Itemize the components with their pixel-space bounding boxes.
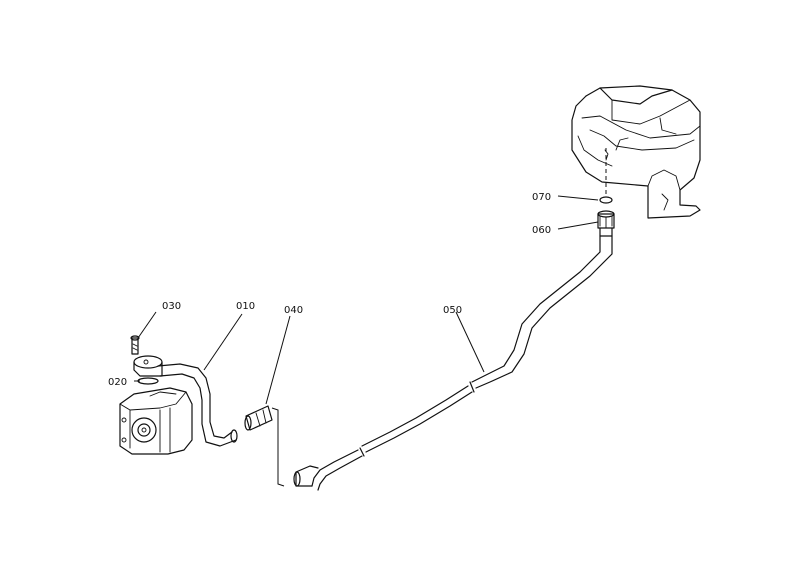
suction-pipe bbox=[157, 363, 238, 447]
part-label-030[interactable]: 030 bbox=[162, 301, 181, 312]
leader-lines bbox=[134, 195, 599, 405]
part-label-060[interactable]: 060 bbox=[532, 225, 551, 236]
pipe-flange bbox=[133, 355, 163, 377]
part-label-070[interactable]: 070 bbox=[532, 192, 551, 203]
connection-line bbox=[271, 407, 285, 487]
bolt bbox=[130, 335, 140, 355]
pipe-fitting bbox=[597, 210, 615, 237]
hose-connector bbox=[244, 405, 273, 431]
o-ring bbox=[599, 196, 613, 204]
part-label-050[interactable]: 050 bbox=[443, 305, 462, 316]
hydraulic-pump bbox=[119, 387, 193, 455]
part-label-040[interactable]: 040 bbox=[284, 305, 303, 316]
hose bbox=[293, 235, 613, 491]
hydraulic-tank bbox=[571, 85, 701, 219]
gasket bbox=[137, 377, 159, 385]
part-label-010[interactable]: 010 bbox=[236, 301, 255, 312]
part-label-020[interactable]: 020 bbox=[108, 377, 127, 388]
